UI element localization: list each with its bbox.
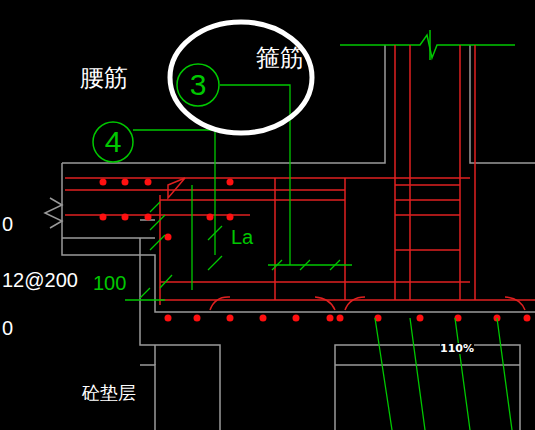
leader-lines <box>125 85 512 430</box>
callout-circle: 腰筋 4 <box>78 62 138 164</box>
rebar-dots <box>100 179 531 322</box>
rebar-dot <box>227 315 234 322</box>
rebar-dot <box>145 214 152 221</box>
rebar-dot <box>165 315 172 322</box>
rebar-dot <box>122 214 129 221</box>
outline <box>177 64 219 106</box>
rebar-dot <box>100 214 107 221</box>
rebar-dot <box>194 315 201 322</box>
layer-name: 砼垫层 <box>82 384 136 402</box>
rebar-dot <box>145 179 152 186</box>
dimension: 0 <box>2 214 13 234</box>
callout-circle: 3 <box>176 63 220 107</box>
rebar-name: 腰筋 <box>80 66 128 90</box>
callout-number: 4 <box>105 127 122 157</box>
outline <box>93 122 133 162</box>
outline <box>170 22 312 133</box>
callout-number: 3 <box>190 70 207 100</box>
rebar <box>65 45 535 310</box>
rebar-dot <box>207 214 214 221</box>
rebar-dot <box>337 315 344 322</box>
rebar-dot <box>227 214 234 221</box>
anchor-length: La <box>231 227 253 247</box>
concrete-outline <box>45 45 535 430</box>
rebar-dot <box>165 234 172 241</box>
rebar-dot <box>100 179 107 186</box>
rebar-dot <box>260 315 267 322</box>
rebar-spec: 12@200 <box>2 270 78 290</box>
dimension: 0 <box>2 318 13 338</box>
rebar-name: 箍筋 <box>256 46 304 70</box>
rebar-dot <box>227 179 234 186</box>
rebar-dot <box>122 179 129 186</box>
dimension: 100 <box>93 273 126 293</box>
top-line <box>340 30 515 60</box>
rebar-dot <box>327 315 334 322</box>
rebar-dot <box>524 315 531 322</box>
zoom-note: 110% <box>440 343 474 354</box>
highlight-ellipse: 箍筋 3 <box>168 20 314 135</box>
rebar-dot <box>417 315 424 322</box>
rebar-dot <box>293 315 300 322</box>
